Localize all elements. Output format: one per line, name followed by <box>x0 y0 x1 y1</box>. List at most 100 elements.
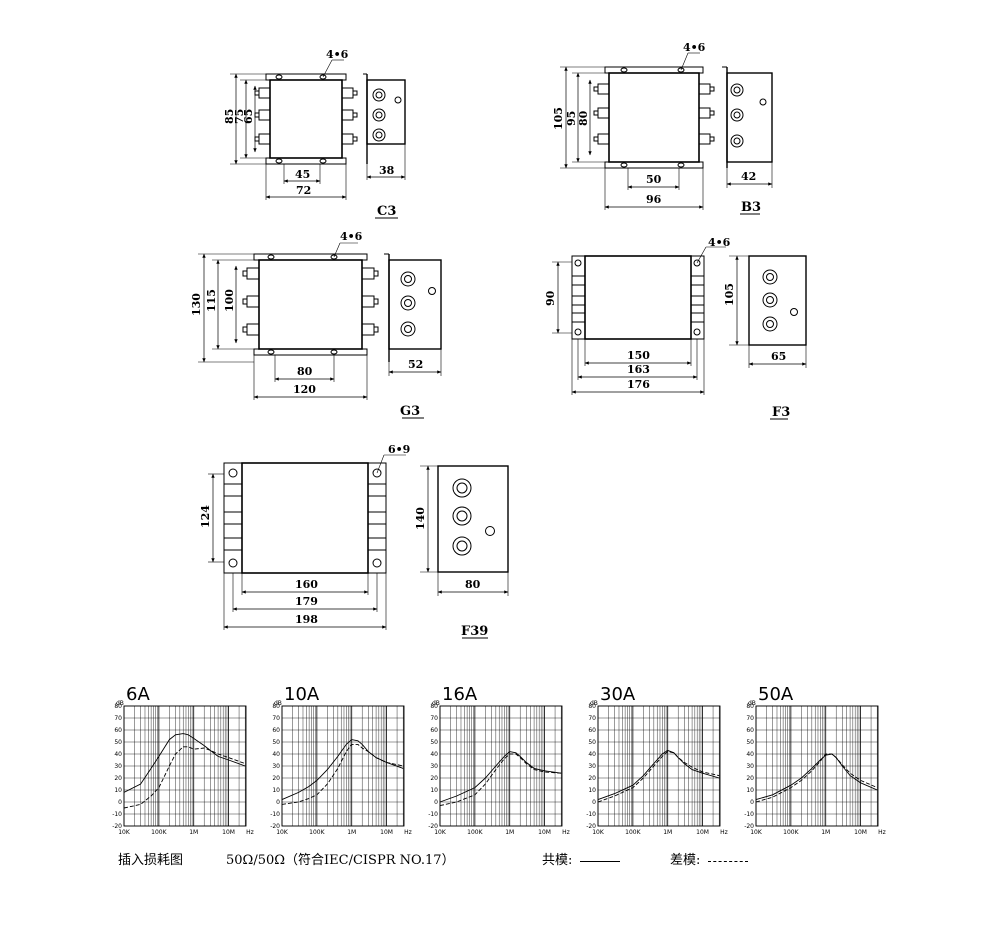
x-tick-label: 1M <box>189 829 198 836</box>
footer-caption: 插入损耗图 <box>118 853 184 868</box>
b3-w-outer: 96 <box>646 193 662 206</box>
chart-footer: 插入损耗图 50Ω/50Ω（符合IEC/CISPR NO.17） 共模: 差模: <box>118 849 878 869</box>
f39-depth: 80 <box>465 578 481 591</box>
b3-depth: 42 <box>741 170 756 183</box>
legend-dashed-line <box>708 861 748 862</box>
y-tick-label: 20 <box>746 775 754 782</box>
footer-differential-mode: 差模: <box>670 853 701 868</box>
y-tick-label: 10 <box>588 787 596 794</box>
chart-title: 10A <box>284 684 320 705</box>
f3-h-body: 90 <box>544 290 557 306</box>
drawing-g3 <box>198 242 442 419</box>
f39-w-mid: 179 <box>295 595 318 608</box>
f3-side-height: 105 <box>723 283 736 306</box>
g3-depth: 52 <box>408 358 423 371</box>
x-tick-label: 10M <box>696 829 709 836</box>
y-tick-label: 20 <box>114 775 122 782</box>
y-tick-label: -20 <box>744 823 754 830</box>
g3-hole-label: 4•6 <box>340 230 363 243</box>
y-tick-label: 80 <box>272 703 280 710</box>
differential-mode-curve <box>597 751 720 803</box>
b3-h-outer: 105 <box>552 107 565 130</box>
f39-hole-label: 6•9 <box>388 443 410 456</box>
g3-h-mid: 115 <box>205 289 218 312</box>
y-axis-label: dB <box>116 700 124 707</box>
x-tick-label: 10K <box>750 829 763 836</box>
y-tick-label: 60 <box>430 727 438 734</box>
x-tick-label: 1M <box>347 829 356 836</box>
drawing-f3 <box>552 246 807 420</box>
x-tick-label: 100K <box>625 829 641 836</box>
x-tick-label: 10K <box>592 829 605 836</box>
chart-title: 30A <box>600 684 636 705</box>
y-axis-label: dB <box>274 700 282 707</box>
y-tick-label: 10 <box>746 787 754 794</box>
y-tick-label: 40 <box>114 751 122 758</box>
y-tick-label: 20 <box>430 775 438 782</box>
c3-h-outer: 85 <box>223 109 236 124</box>
y-tick-label: 60 <box>272 727 280 734</box>
y-tick-label: 30 <box>588 763 596 770</box>
y-axis-label: dB <box>590 700 598 707</box>
y-tick-label: 80 <box>430 703 438 710</box>
x-tick-label: 100K <box>467 829 483 836</box>
g3-w-outer: 120 <box>293 383 316 396</box>
y-tick-label: -10 <box>270 811 280 818</box>
drawing-f39 <box>208 454 509 639</box>
x-tick-label: 10K <box>434 829 447 836</box>
y-tick-label: 60 <box>588 727 596 734</box>
y-tick-label: 50 <box>588 739 596 746</box>
y-tick-label: 10 <box>430 787 438 794</box>
common-mode-curve <box>755 753 878 801</box>
y-tick-label: 0 <box>750 799 754 806</box>
y-tick-label: 10 <box>272 787 280 794</box>
y-tick-label: 50 <box>746 739 754 746</box>
y-tick-label: 50 <box>114 739 122 746</box>
y-tick-label: 60 <box>746 727 754 734</box>
f39-model-label: F39 <box>461 624 488 639</box>
y-tick-label: 80 <box>588 703 596 710</box>
x-tick-label: 100K <box>151 829 167 836</box>
y-tick-label: 30 <box>746 763 754 770</box>
y-tick-label: 0 <box>118 799 122 806</box>
y-tick-label: 10 <box>114 787 122 794</box>
g3-w-inner: 80 <box>297 365 313 378</box>
y-tick-label: 70 <box>272 715 280 722</box>
common-mode-curve <box>439 751 562 803</box>
y-tick-label: 50 <box>430 739 438 746</box>
y-tick-label: 40 <box>272 751 280 758</box>
b3-model-label: B3 <box>741 200 761 215</box>
g3-h-outer: 130 <box>190 293 203 316</box>
x-tick-label: 10K <box>276 829 289 836</box>
y-axis-label: dB <box>748 700 756 707</box>
x-tick-label: Hz <box>562 829 570 836</box>
y-tick-label: 20 <box>272 775 280 782</box>
x-tick-label: Hz <box>404 829 412 836</box>
f3-w-mid: 163 <box>627 363 650 376</box>
g3-h-inner: 100 <box>223 289 236 312</box>
x-tick-label: 10M <box>380 829 393 836</box>
footer-spec: 50Ω/50Ω（符合IEC/CISPR NO.17） <box>226 853 455 868</box>
f39-h-body: 124 <box>199 505 212 528</box>
y-tick-label: 40 <box>430 751 438 758</box>
x-tick-label: 10M <box>222 829 235 836</box>
x-tick-label: 1M <box>505 829 514 836</box>
f3-depth: 65 <box>771 350 786 363</box>
f3-w-outer: 176 <box>627 378 650 391</box>
x-tick-label: Hz <box>720 829 728 836</box>
common-mode-curve <box>597 749 720 801</box>
common-mode-curve <box>281 739 404 801</box>
differential-mode-curve <box>755 753 878 803</box>
legend-solid-line <box>580 861 620 862</box>
differential-mode-curve <box>281 743 404 805</box>
y-tick-label: -20 <box>112 823 122 830</box>
c3-h-mid: 75 <box>233 109 246 124</box>
g3-model-label: G3 <box>400 404 420 419</box>
y-tick-label: 0 <box>592 799 596 806</box>
